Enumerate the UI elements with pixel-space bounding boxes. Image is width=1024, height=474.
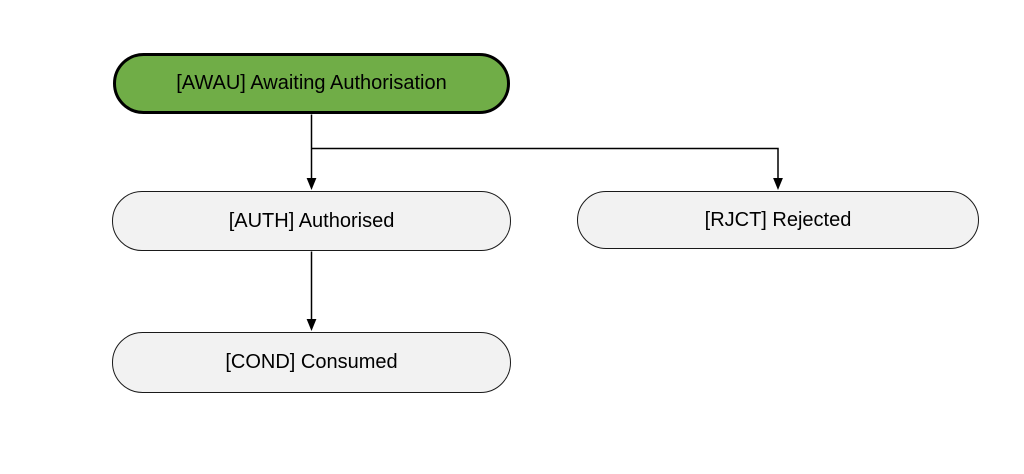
edge-awau-to-auth xyxy=(306,114,317,190)
node-rjct-label: [RJCT] Rejected xyxy=(704,208,852,231)
arrowhead-icon xyxy=(306,319,317,331)
node-awau-awaiting-authorisation: [AWAU] Awaiting Authorisation xyxy=(113,53,510,114)
edge-auth-to-cond xyxy=(306,251,317,331)
node-cond-consumed: [COND] Consumed xyxy=(112,332,511,393)
edge-awau-to-rjct xyxy=(311,147,783,190)
arrowhead-icon xyxy=(306,178,317,190)
node-auth-authorised: [AUTH] Authorised xyxy=(112,191,511,251)
arrowhead-icon xyxy=(773,178,783,190)
node-awau-label: [AWAU] Awaiting Authorisation xyxy=(176,72,447,94)
node-auth-label: [AUTH] Authorised xyxy=(228,209,395,232)
node-cond-label: [COND] Consumed xyxy=(225,351,398,373)
node-rjct-rejected: [RJCT] Rejected xyxy=(577,191,979,249)
